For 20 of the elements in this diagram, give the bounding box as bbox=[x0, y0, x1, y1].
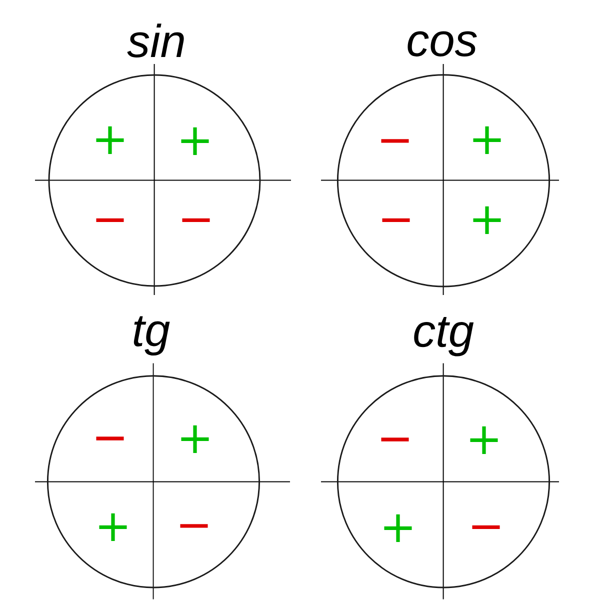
quadrant-sign: − bbox=[472, 525, 500, 530]
quadrant-sign: − bbox=[382, 218, 410, 222]
quadrant-sign: + bbox=[96, 126, 124, 154]
quadrant-sign: + bbox=[473, 126, 501, 154]
function-name: ctg bbox=[414, 316, 474, 356]
function-name: tg bbox=[134, 316, 170, 356]
quadrant-sign: − bbox=[96, 436, 124, 440]
quadrant-sign: + bbox=[181, 425, 209, 453]
quadrant-sign: + bbox=[470, 426, 498, 454]
quadrant-sign: − bbox=[180, 524, 208, 528]
quadrant-sign: + bbox=[473, 206, 501, 234]
quadrant-sign: − bbox=[96, 218, 124, 222]
quadrant-sign: − bbox=[381, 139, 409, 143]
function-name: cos bbox=[408, 31, 477, 56]
quadrant-sign: + bbox=[384, 514, 412, 542]
quadrant-sign: − bbox=[182, 218, 210, 222]
function-name: sin bbox=[127, 24, 184, 58]
quadrant-sign: + bbox=[181, 127, 209, 155]
quadrant-sign: + bbox=[99, 513, 127, 541]
quadrant-sign: − bbox=[381, 438, 409, 442]
